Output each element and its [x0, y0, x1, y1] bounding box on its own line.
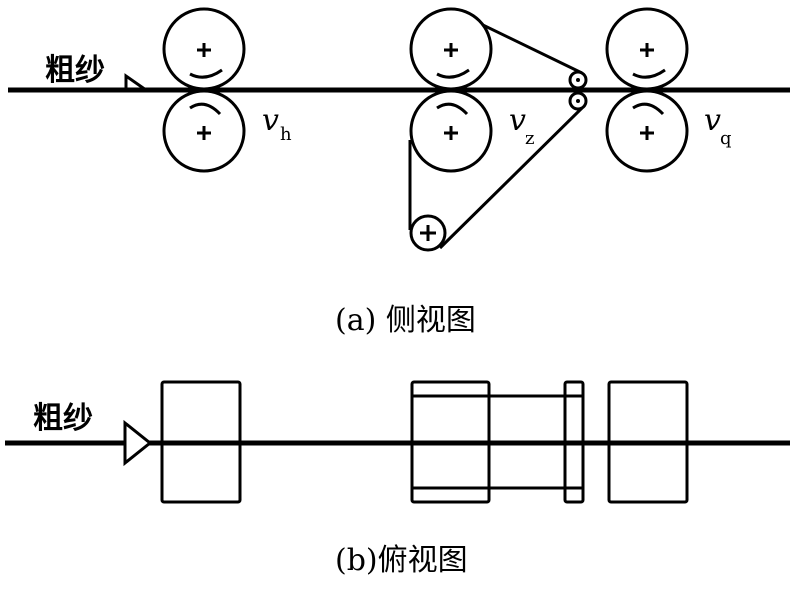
plus-icon [420, 225, 436, 241]
top-input-label: 粗纱 [33, 401, 93, 436]
top-view [5, 380, 790, 504]
rotation-arrow-icon [436, 102, 469, 116]
input-marker [124, 73, 147, 92]
top-view-caption: (b)俯视图 [335, 543, 468, 578]
middle-roller-pair [408, 7, 588, 252]
speed-symbol: v [704, 103, 721, 138]
side-input-label: 粗纱 [45, 53, 105, 88]
speed-label-front: v q [704, 103, 732, 149]
rotation-arrow-icon [189, 68, 223, 79]
plus-icon [640, 43, 654, 57]
speed-subscript: h [280, 124, 292, 145]
rotation-arrow-icon [436, 68, 470, 79]
plus-icon [444, 43, 458, 57]
plus-icon [444, 126, 458, 140]
plus-icon [197, 43, 211, 57]
speed-subscript: q [720, 128, 732, 149]
speed-subscript: z [525, 128, 534, 149]
plus-icon [197, 126, 211, 140]
rotation-arrow-icon [632, 68, 666, 79]
side-view-caption: (a) 侧视图 [335, 303, 476, 338]
speed-label-middle: v z [509, 103, 534, 149]
bottom-apron-diag [438, 106, 584, 250]
speed-symbol: v [262, 103, 279, 138]
input-arrow-icon [123, 419, 153, 467]
speed-symbol: v [509, 103, 526, 138]
plus-icon [640, 126, 654, 140]
rotation-arrow-icon [189, 102, 222, 116]
rotation-arrow-icon [632, 102, 665, 116]
side-view [8, 7, 790, 252]
back-roller-pair [162, 7, 246, 173]
speed-label-back: v h [262, 103, 292, 145]
